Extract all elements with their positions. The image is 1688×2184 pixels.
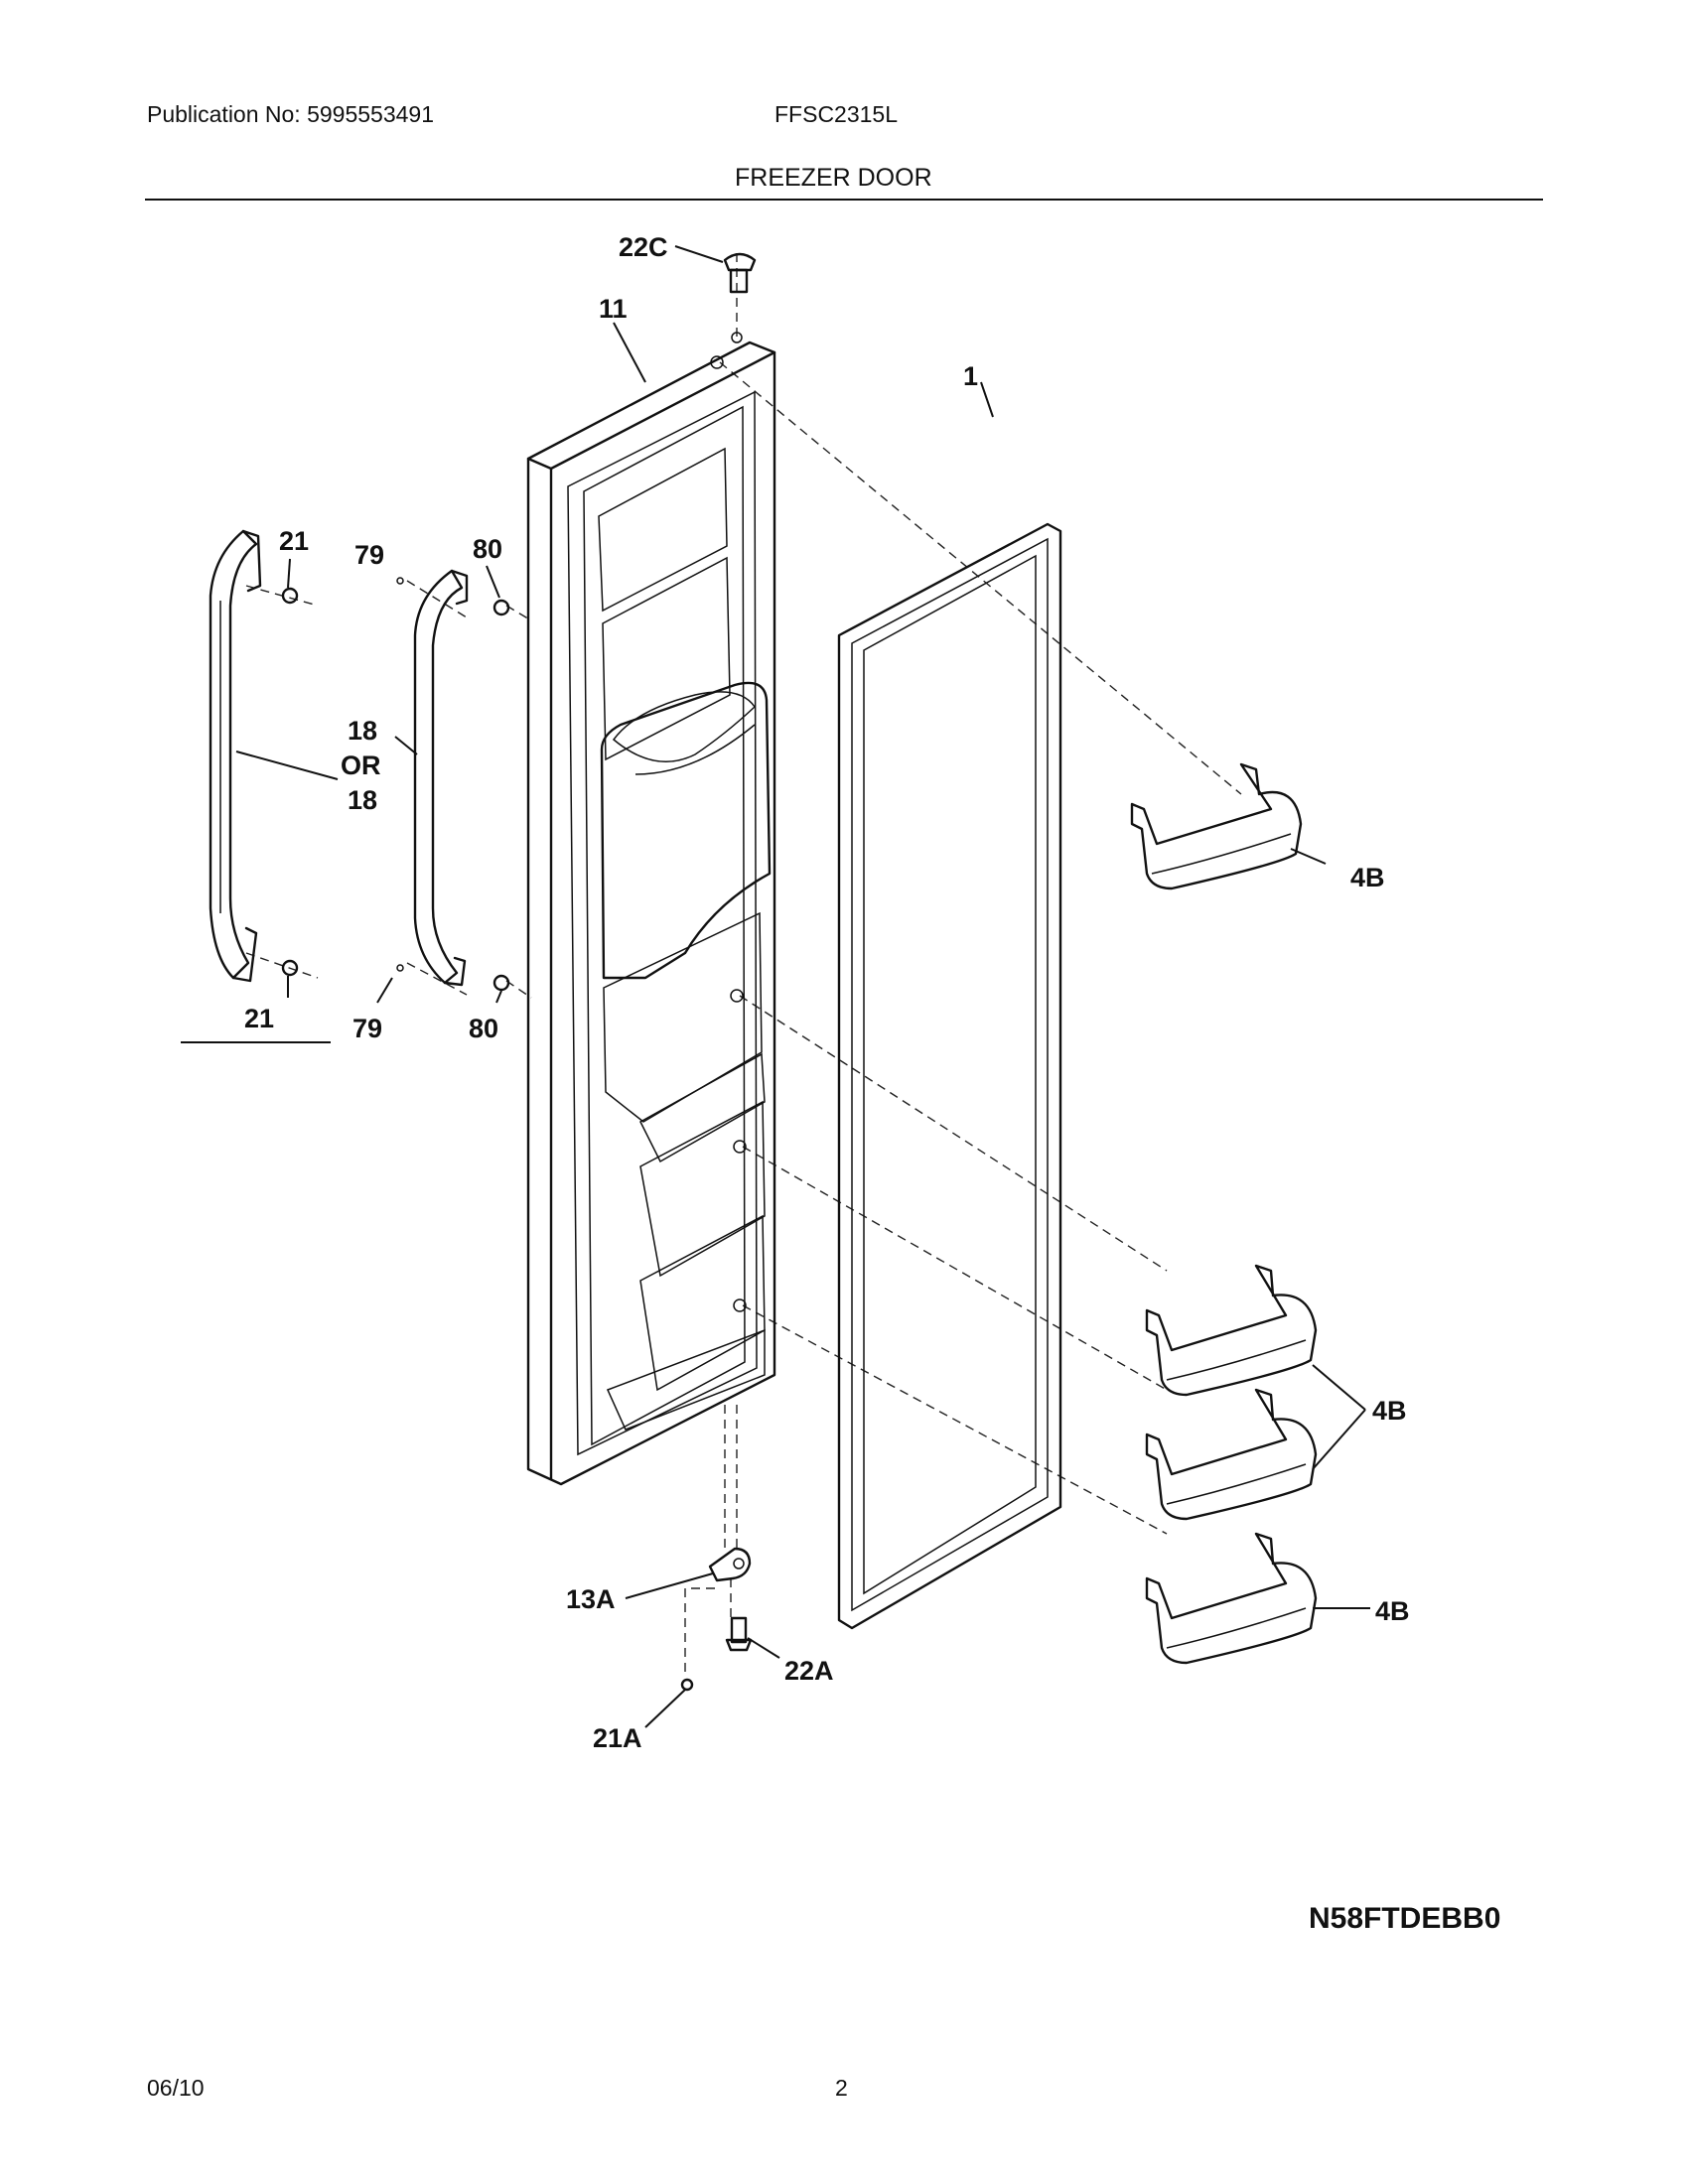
callout-22a: 22A [784,1656,834,1686]
callout-13a: 13A [566,1584,616,1614]
door-bin-4 [1145,1532,1318,1665]
callout-18-a: 18 [348,716,377,746]
callout-4b-mid: 4B [1372,1396,1407,1426]
callout-4b-top: 4B [1350,863,1385,892]
handle-inner [413,569,469,987]
leader-lines [181,245,1370,1728]
callout-80-bot: 80 [469,1014,498,1043]
bottom-hinge-parts [680,1547,753,1692]
door-gasket [837,522,1062,1630]
door-bin-top [1130,762,1303,890]
top-hinge-bushing [723,252,757,294]
handle-outer [209,529,262,983]
callout-1: 1 [963,361,978,391]
door-bin-3 [1145,1388,1318,1521]
callout-4b-bot: 4B [1375,1596,1410,1626]
callout-or: OR [341,751,381,780]
callout-21-bot: 21 [244,1004,274,1033]
diagram-code: N58FTDEBB0 [1309,1902,1500,1935]
page-number: 2 [835,2075,848,2101]
callout-21-top: 21 [279,526,309,556]
publication-number: Publication No: 5995553491 [147,101,435,127]
door-bin-2 [1145,1264,1318,1397]
callout-22c: 22C [619,232,668,262]
callout-80-top: 80 [473,534,502,564]
freezer-door-outer [526,332,776,1486]
handle-fasteners [281,577,510,992]
section-title: FREEZER DOOR [735,164,932,192]
callout-79-bot: 79 [352,1014,382,1043]
footer-date: 06/10 [147,2075,205,2101]
callout-11: 11 [599,294,628,324]
callout-labels: 22C 11 1 21 79 80 18 OR 18 4B 21 79 80 4… [244,232,1410,1753]
model-number: FFSC2315L [774,101,899,127]
alignment-lines [245,253,1242,1678]
header-rule [145,199,1543,201]
callout-21a: 21A [593,1723,642,1753]
callout-18-b: 18 [348,785,377,815]
callout-79-top: 79 [354,540,384,570]
